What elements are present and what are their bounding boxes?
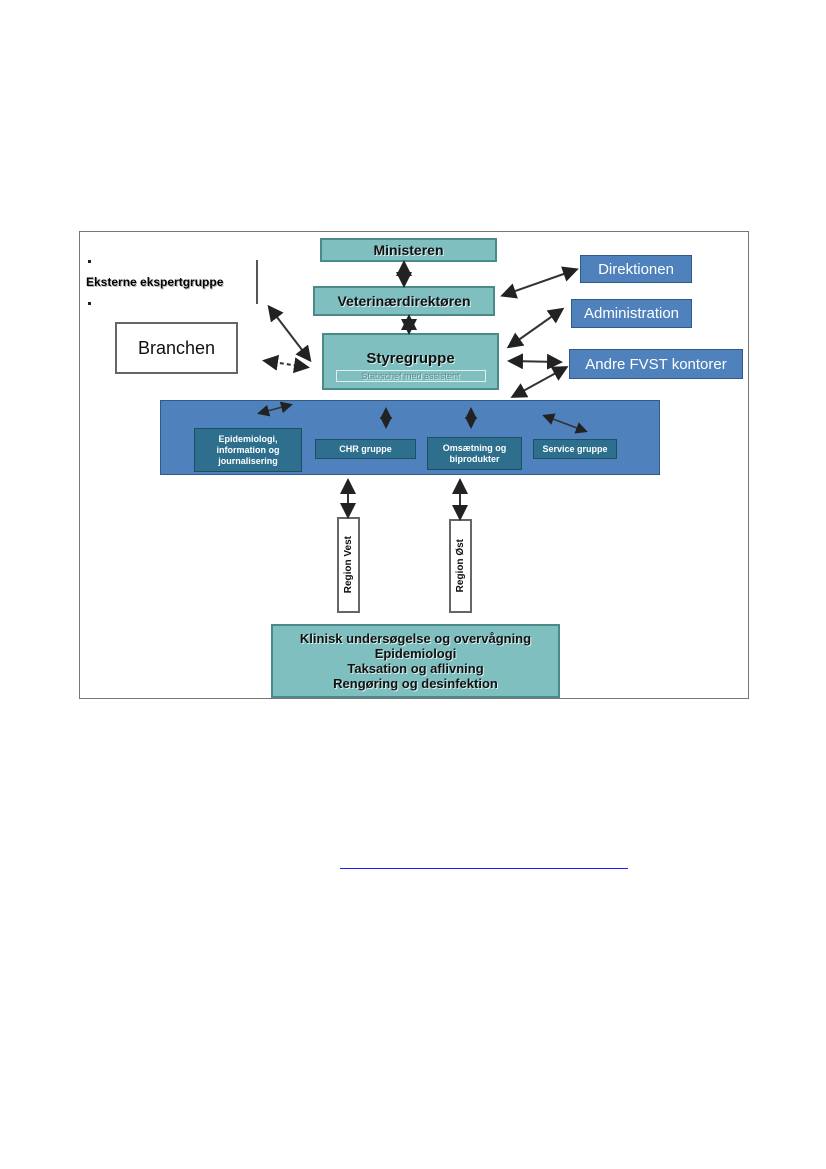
eksterne-label: Eksterne ekspertgruppe [86,275,224,289]
bottom-line-4: Rengøring og desinfektion [333,676,498,691]
omsaetning-label: Omsætning og biprodukter [442,442,507,464]
eksterne-bullet-top [88,260,91,263]
group-service: Service gruppe [533,439,617,459]
group-omsaetning: Omsætning og biprodukter [427,437,522,470]
veterinaerdirektoren-label: Veterinærdirektøren [337,293,471,309]
direktionen-label: Direktionen [598,260,674,278]
node-region-ost: Region Øst [449,519,472,613]
node-branchen: Branchen [115,322,238,374]
node-region-vest: Region Vest [337,517,360,613]
region-vest-label: Region Vest [343,536,354,594]
group-chr: CHR gruppe [315,439,416,459]
stabschef-label: Stabschef med assistent [335,369,486,382]
chr-label: CHR gruppe [339,443,392,454]
node-styregruppe: Styregruppe Stabschef med assistent [322,333,499,390]
ministeren-label: Ministeren [373,242,444,258]
andre-fvst-label: Andre FVST kontorer [585,355,727,373]
node-andre-fvst: Andre FVST kontorer [569,349,743,379]
node-administration: Administration [571,299,692,328]
node-bottom-tasks: Klinisk undersøgelse og overvågning Epid… [271,624,560,698]
bottom-line-3: Taksation og aflivning [347,661,484,676]
node-eksterne: Eksterne ekspertgruppe [86,258,258,306]
hyperlink-underline[interactable] [340,858,628,869]
administration-label: Administration [583,305,680,322]
eksterne-bracket [256,260,258,304]
node-ministeren: Ministeren [320,238,497,262]
bottom-line-2: Epidemiologi [374,646,457,661]
region-ost-label: Region Øst [455,539,466,593]
bottom-line-1: Klinisk undersøgelse og overvågning [299,631,532,646]
service-label: Service gruppe [542,443,608,454]
epidemiologi-label: Epidemiologi, information og journaliser… [216,433,280,466]
node-direktionen: Direktionen [580,255,692,283]
styregruppe-label: Styregruppe [366,349,455,367]
branchen-label: Branchen [137,337,216,358]
group-epidemiologi: Epidemiologi, information og journaliser… [194,428,302,472]
eksterne-bullet-bottom [88,302,91,305]
node-veterinaerdirektoren: Veterinærdirektøren [313,286,495,316]
